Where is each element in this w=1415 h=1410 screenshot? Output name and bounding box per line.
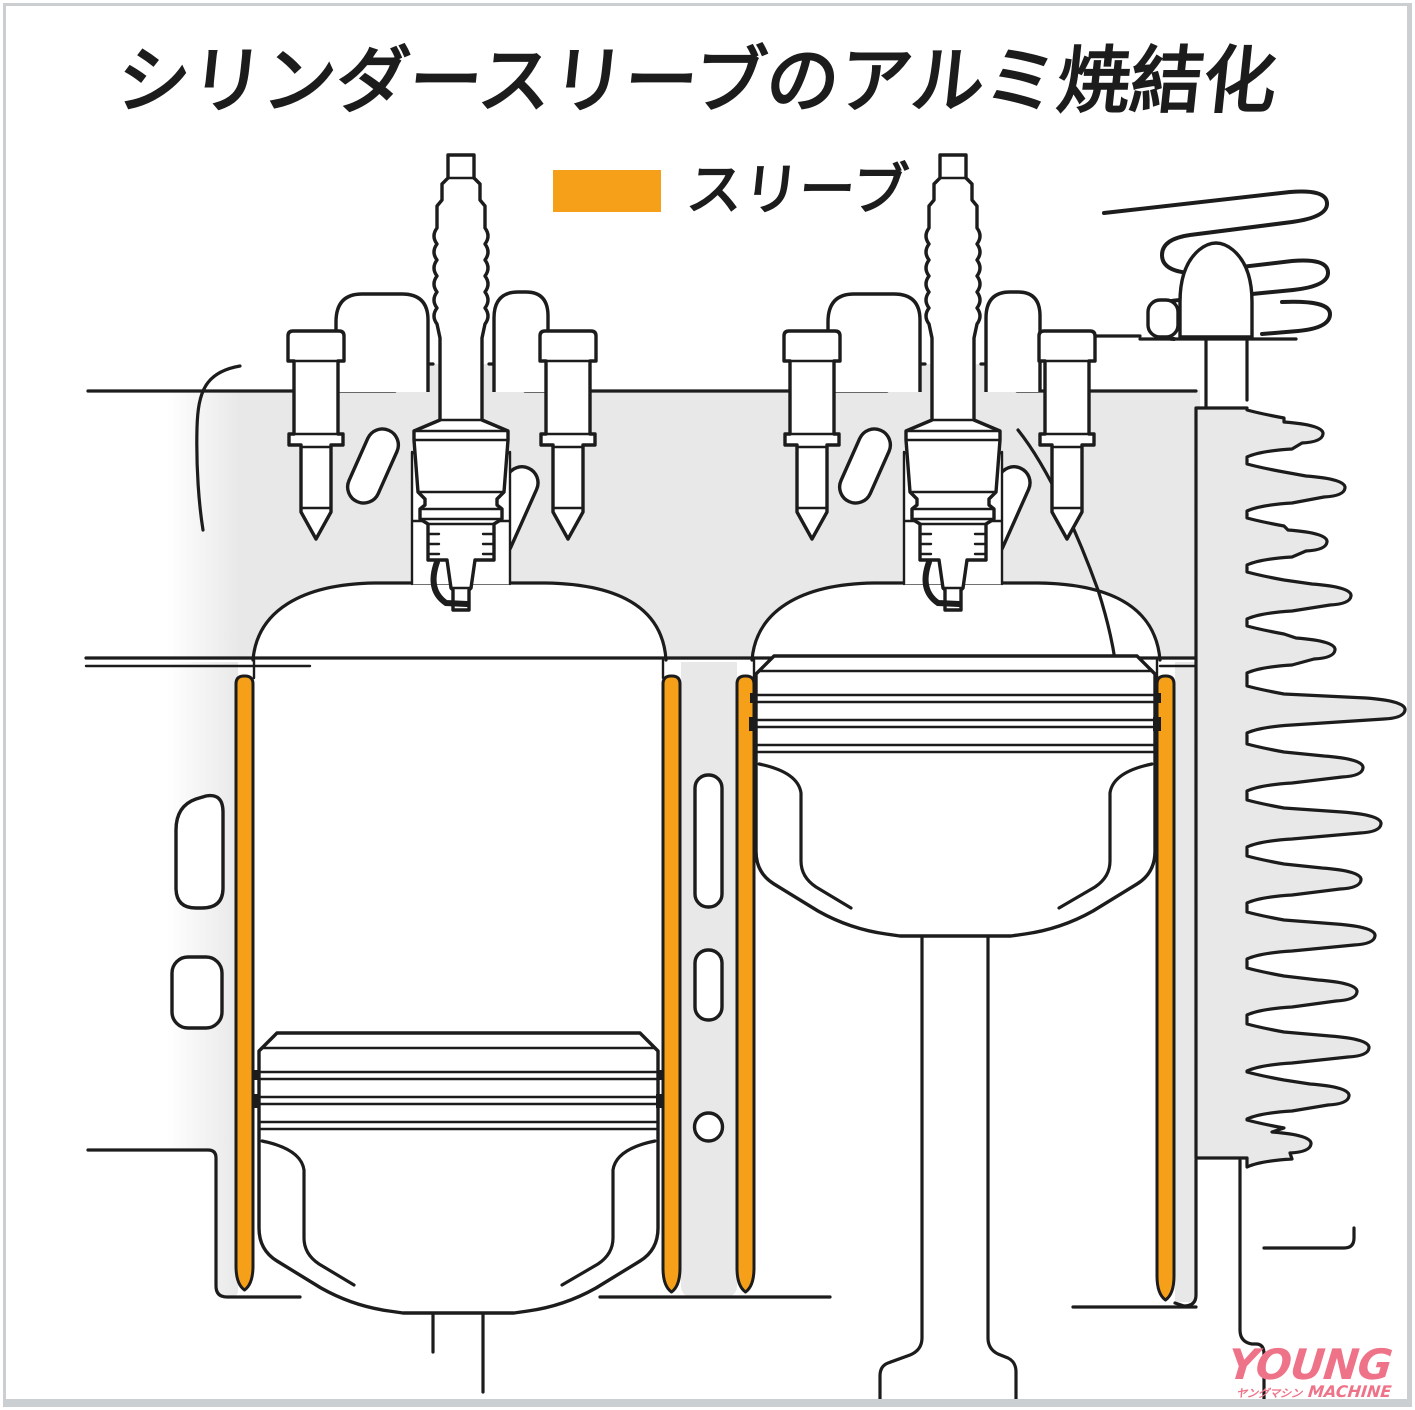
- head-right-slope: [1016, 428, 1117, 662]
- diagram-title: シリンダースリーブのアルミ焼結化: [112, 39, 1282, 124]
- cylinder-block: [86, 662, 1198, 1309]
- sleeve-right-inner: [735, 674, 756, 1294]
- valve-spring: [1102, 189, 1330, 296]
- valve-spring-and-tappet: [1038, 189, 1332, 408]
- piston-left: [250, 1031, 666, 1394]
- center-wall-slot: [693, 948, 724, 1022]
- water-jacket-opening: [170, 955, 224, 1030]
- connecting-rod-right: [878, 935, 1018, 1406]
- valve-cover-outline: [334, 290, 1042, 392]
- sleeve-left-inner: [661, 674, 682, 1294]
- cylinder-sleeves: [234, 674, 1176, 1302]
- connecting-rod-left: [431, 1313, 485, 1394]
- tappet-bucket: [1178, 241, 1254, 339]
- sleeve-right-outer: [1155, 674, 1176, 1302]
- cooling-fins: [1194, 406, 1407, 1406]
- cylinder-head: [86, 362, 1200, 662]
- water-jacket-opening: [174, 793, 225, 910]
- center-wall-hole: [692, 1111, 725, 1143]
- sleeve-left-outer: [234, 674, 255, 1292]
- spring-seat: [1146, 298, 1180, 339]
- logo-young-text: YOUNG: [1225, 1340, 1394, 1389]
- sleeve-legend: スリーブ: [553, 158, 912, 223]
- logo-kana-text: ヤングマシン: [1234, 1387, 1303, 1400]
- center-wall-slot: [693, 773, 724, 909]
- piston-right: [747, 654, 1163, 1406]
- legend-orange-swatch: [553, 170, 661, 212]
- right-wall: [1175, 662, 1196, 1302]
- head-casting: [88, 364, 1200, 660]
- legend-label: スリーブ: [683, 158, 912, 223]
- logo-machine-text: MACHINE: [1306, 1382, 1393, 1401]
- head-left-edge: [195, 364, 242, 532]
